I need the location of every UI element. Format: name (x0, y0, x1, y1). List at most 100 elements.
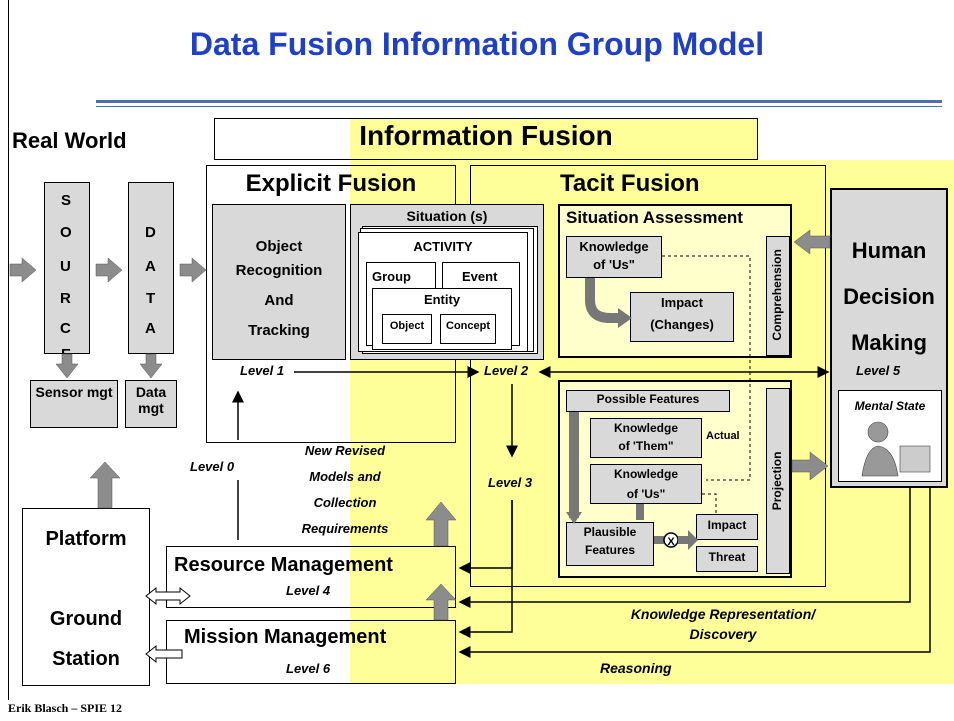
person-figure-icon (861, 421, 931, 477)
projection-bar (766, 388, 790, 574)
object-box (382, 314, 432, 344)
level-2-label: Level 2 (484, 363, 529, 378)
activity-label: ACTIVITY (413, 239, 473, 254)
impact-changes-line-2: (Changes) (650, 317, 714, 332)
source-letter-c: C (60, 320, 71, 337)
knowledge-them-box (590, 418, 702, 458)
reasoning-label: Reasoning (600, 660, 672, 676)
sensor-mgt-box (30, 380, 118, 428)
level-4-label: Level 4 (286, 583, 331, 598)
new-revised-line-4: Requirements (301, 521, 389, 536)
object-recognition-line-2: Recognition (235, 262, 323, 279)
source-letter-u: U (60, 258, 71, 275)
tacit-fusion-label: Tacit Fusion (560, 170, 700, 197)
information-fusion-label: Information Fusion (359, 120, 613, 151)
real-world-label: Real World (12, 128, 127, 153)
human-decision-line-2: Decision (843, 284, 935, 309)
situations-label: Situation (s) (406, 208, 488, 224)
human-to-comprehension-arrow (793, 229, 831, 255)
platform-label: Platform (45, 528, 127, 550)
human-to-reasoning-line (458, 488, 931, 658)
data-letter-d: D (145, 224, 156, 241)
impact-box (696, 514, 758, 540)
data-box (128, 182, 174, 354)
dashed-ka-to-comprehension (662, 255, 751, 481)
human-to-knowledge-line (458, 488, 911, 608)
page-title: Data Fusion Information Group Model (189, 26, 765, 62)
knowledge-them-line-2: of 'Them" (618, 439, 674, 453)
title-divider (96, 100, 942, 103)
object-recognition-box (212, 204, 346, 360)
threat-box (696, 546, 758, 572)
level3-down-to-mission (458, 500, 513, 638)
plausible-features-line-2: Features (584, 543, 636, 557)
x-combiner-label: X (667, 536, 675, 548)
data-mgt-label: Data mgt (135, 384, 167, 417)
knowledge-representation-line-1: Knowledge Representation/ (630, 606, 816, 622)
resource-management-box (166, 546, 456, 608)
information-fusion-header-region (350, 118, 758, 160)
impact-changes-line-1: Impact (661, 295, 703, 310)
knowledge-them-line-1: Knowledge (613, 421, 678, 435)
title-divider-thin (96, 106, 942, 107)
new-revised-line-3: Collection (313, 495, 377, 510)
information-fusion-header-box (214, 118, 758, 160)
comprehension-bar (766, 236, 790, 356)
object-recognition-line-3: And (264, 292, 294, 309)
input-arrow-left (9, 257, 37, 283)
actual-label: Actual (706, 430, 740, 442)
dashed-impact-link (702, 493, 717, 514)
data-to-datamgt-arrow (139, 353, 163, 379)
group-label: Group (372, 269, 411, 284)
ground-station-line-1: Ground (49, 608, 123, 630)
data-letter-a: A (145, 258, 156, 275)
mission-to-station-arrow (145, 644, 183, 664)
resource-up-arrow (425, 501, 457, 547)
knowledge-to-impact-curve (585, 278, 620, 323)
knowledge-us-line-1: Knowledge (579, 239, 649, 254)
platform-ground-station-box (22, 508, 150, 686)
plausible-features-box (566, 522, 654, 566)
new-revised-line-2: Models and (309, 469, 381, 484)
mission-management-label: Mission Management (184, 626, 387, 648)
level-5-label: Level 5 (856, 363, 901, 378)
sources-to-data-arrow (95, 257, 123, 283)
ground-station-line-2: Station (52, 648, 120, 670)
footer-author: Erik Blasch – SPIE 12 (8, 701, 123, 715)
concept-label: Concept (446, 320, 490, 332)
object-recognition-line-4: Tracking (248, 322, 310, 339)
level-1-label: Level 1 (240, 363, 285, 378)
plausible-features-line-1: Plausible (583, 525, 637, 539)
knowledge-us-box (566, 236, 662, 278)
level-6-label: Level 6 (286, 661, 331, 676)
threat-label: Threat (708, 550, 746, 564)
resource-management-label: Resource Management (174, 554, 393, 576)
sources-box (44, 182, 90, 354)
possible-features-label: Possible Features (596, 392, 700, 406)
projection-to-human-arrow (791, 451, 829, 481)
event-label: Event (462, 269, 498, 284)
new-revised-line-1: New Revised (304, 443, 386, 458)
knowledge-representation-line-2: Discovery (689, 626, 757, 642)
data-letter-a2: A (145, 320, 156, 337)
mission-up-arrow (425, 583, 457, 621)
situation-assessment-label: Situation Assessment (566, 208, 743, 227)
sensor-mgt-label: Sensor mgt (35, 384, 113, 400)
concept-box (440, 314, 496, 344)
source-letter-r: R (60, 290, 71, 307)
object-label: Object (389, 320, 425, 332)
possible-features-box (566, 390, 730, 412)
human-decision-line-3: Making (851, 330, 927, 355)
impact-label: Impact (707, 518, 747, 532)
level3-to-resource (458, 500, 513, 574)
mental-state-label: Mental State (854, 399, 926, 413)
platform-resource-double-arrow (145, 586, 191, 606)
source-letter-o: O (60, 224, 72, 241)
level-0-label: Level 0 (190, 459, 235, 474)
data-to-object-arrow (179, 257, 207, 283)
entity-label: Entity (423, 292, 461, 307)
sources-to-sensor-arrow (55, 353, 79, 379)
explicit-fusion-label: Explicit Fusion (245, 170, 417, 197)
